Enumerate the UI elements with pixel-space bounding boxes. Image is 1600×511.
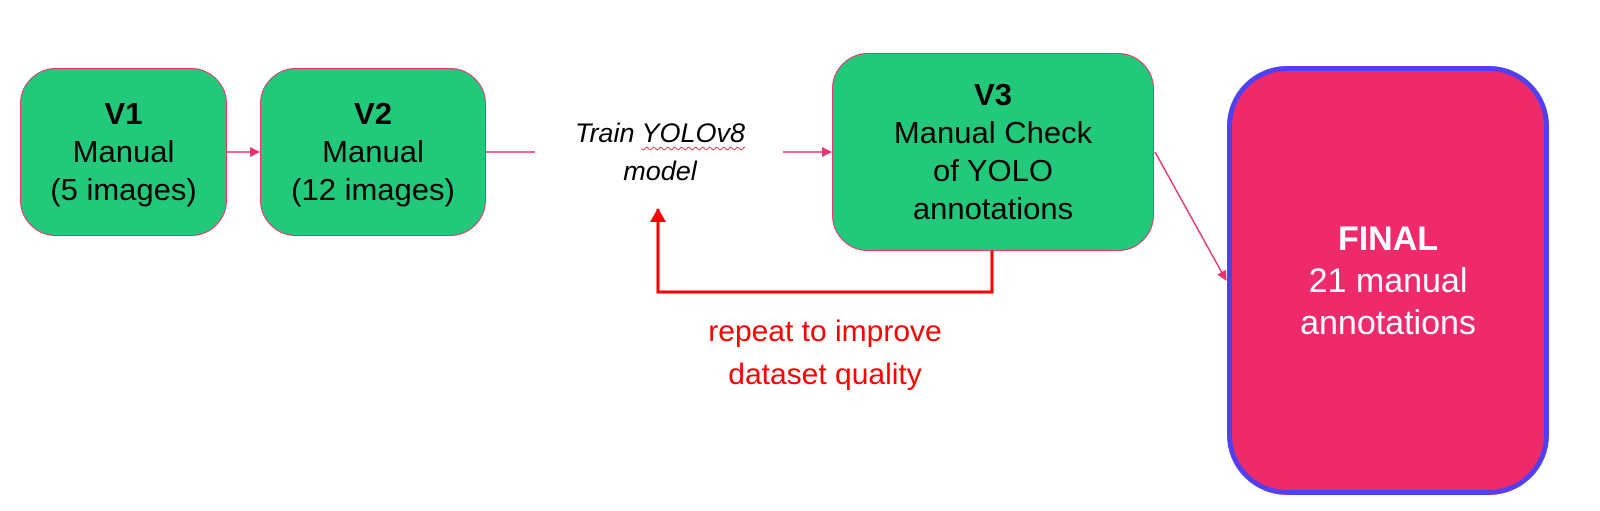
node-text: (12 images) — [291, 172, 455, 207]
node-text: Manual — [72, 134, 175, 169]
node-v1: V1 Manual (5 images) — [20, 68, 227, 236]
loop-label-line: dataset quality — [728, 358, 922, 391]
node-text: 21 manual — [1308, 261, 1468, 300]
train-text: model — [623, 156, 697, 186]
node-title: V3 — [974, 77, 1012, 112]
loop-arrow — [650, 208, 994, 294]
node-text: of YOLO — [932, 153, 1054, 188]
node-text: annotations — [1300, 303, 1476, 342]
node-final: FINAL 21 manual annotations — [1227, 66, 1549, 495]
node-v3: V3 Manual Check of YOLO annotations — [832, 53, 1154, 251]
train-step-label: Train YOLOv8 model — [540, 114, 780, 190]
node-text: Manual Check — [893, 115, 1093, 150]
loop-label: repeat to improve dataset quality — [650, 310, 1000, 396]
arrow-v3-final — [1154, 151, 1227, 281]
train-text: Train — [574, 118, 642, 148]
node-text: (5 images) — [50, 172, 197, 207]
node-title: V1 — [104, 96, 143, 131]
train-model-name: YOLOv8 — [641, 118, 746, 148]
node-text: Manual — [322, 134, 424, 169]
node-v2: V2 Manual (12 images) — [260, 68, 486, 236]
loop-label-line: repeat to improve — [708, 315, 942, 348]
node-title: FINAL — [1337, 219, 1439, 258]
node-title: V2 — [354, 96, 392, 131]
node-text: annotations — [912, 191, 1074, 226]
